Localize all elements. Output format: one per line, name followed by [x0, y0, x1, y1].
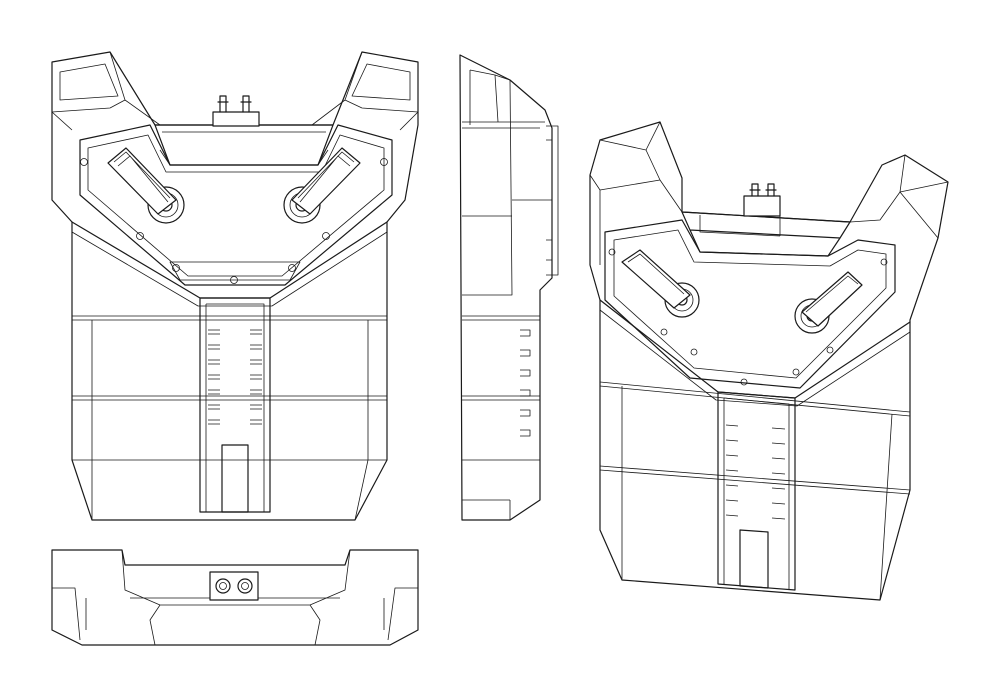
front-rivets	[80, 158, 388, 284]
perspective-vent-spine	[717, 391, 796, 591]
connector-base	[212, 111, 260, 127]
perspective-view	[589, 121, 949, 601]
top-connector-plate	[209, 571, 259, 601]
perspective-left-hinge	[621, 249, 700, 318]
top-connector-port-left	[215, 578, 231, 594]
perspective-top-box	[681, 211, 851, 257]
connector-port-right	[240, 95, 252, 113]
connector-port-left	[217, 95, 229, 113]
front-band-lines	[72, 315, 387, 460]
perspective-connector-base	[743, 195, 781, 217]
perspective-right-shoulder	[849, 154, 949, 239]
side-view	[459, 54, 559, 521]
perspective-outline	[589, 121, 949, 601]
side-vent-notches	[520, 329, 531, 437]
perspective-band-lines	[599, 381, 911, 601]
top-raised-block	[154, 124, 334, 166]
front-vent-slots	[208, 329, 262, 425]
perspective-left-shoulder	[589, 121, 683, 265]
side-outline	[459, 54, 553, 521]
perspective-right-hinge	[794, 271, 863, 334]
perspective-rivets	[608, 248, 888, 386]
right-shoulder-block	[311, 51, 419, 131]
front-view	[51, 51, 419, 521]
perspective-door-slot	[739, 529, 769, 589]
left-arm-hinge	[107, 147, 185, 224]
perspective-connector-ports	[749, 183, 777, 197]
top-connector-port-right	[237, 578, 253, 594]
right-arm-hinge	[283, 147, 361, 224]
front-vent-spine	[199, 297, 271, 513]
top-outline	[51, 549, 419, 646]
front-inner-panel	[79, 124, 393, 286]
left-shoulder-block	[51, 51, 161, 131]
perspective-vent-slots	[725, 424, 786, 520]
perspective-inner-panel	[604, 219, 896, 389]
top-view	[51, 549, 419, 646]
perspective-chevron	[599, 299, 911, 399]
front-door-slot	[221, 444, 249, 513]
